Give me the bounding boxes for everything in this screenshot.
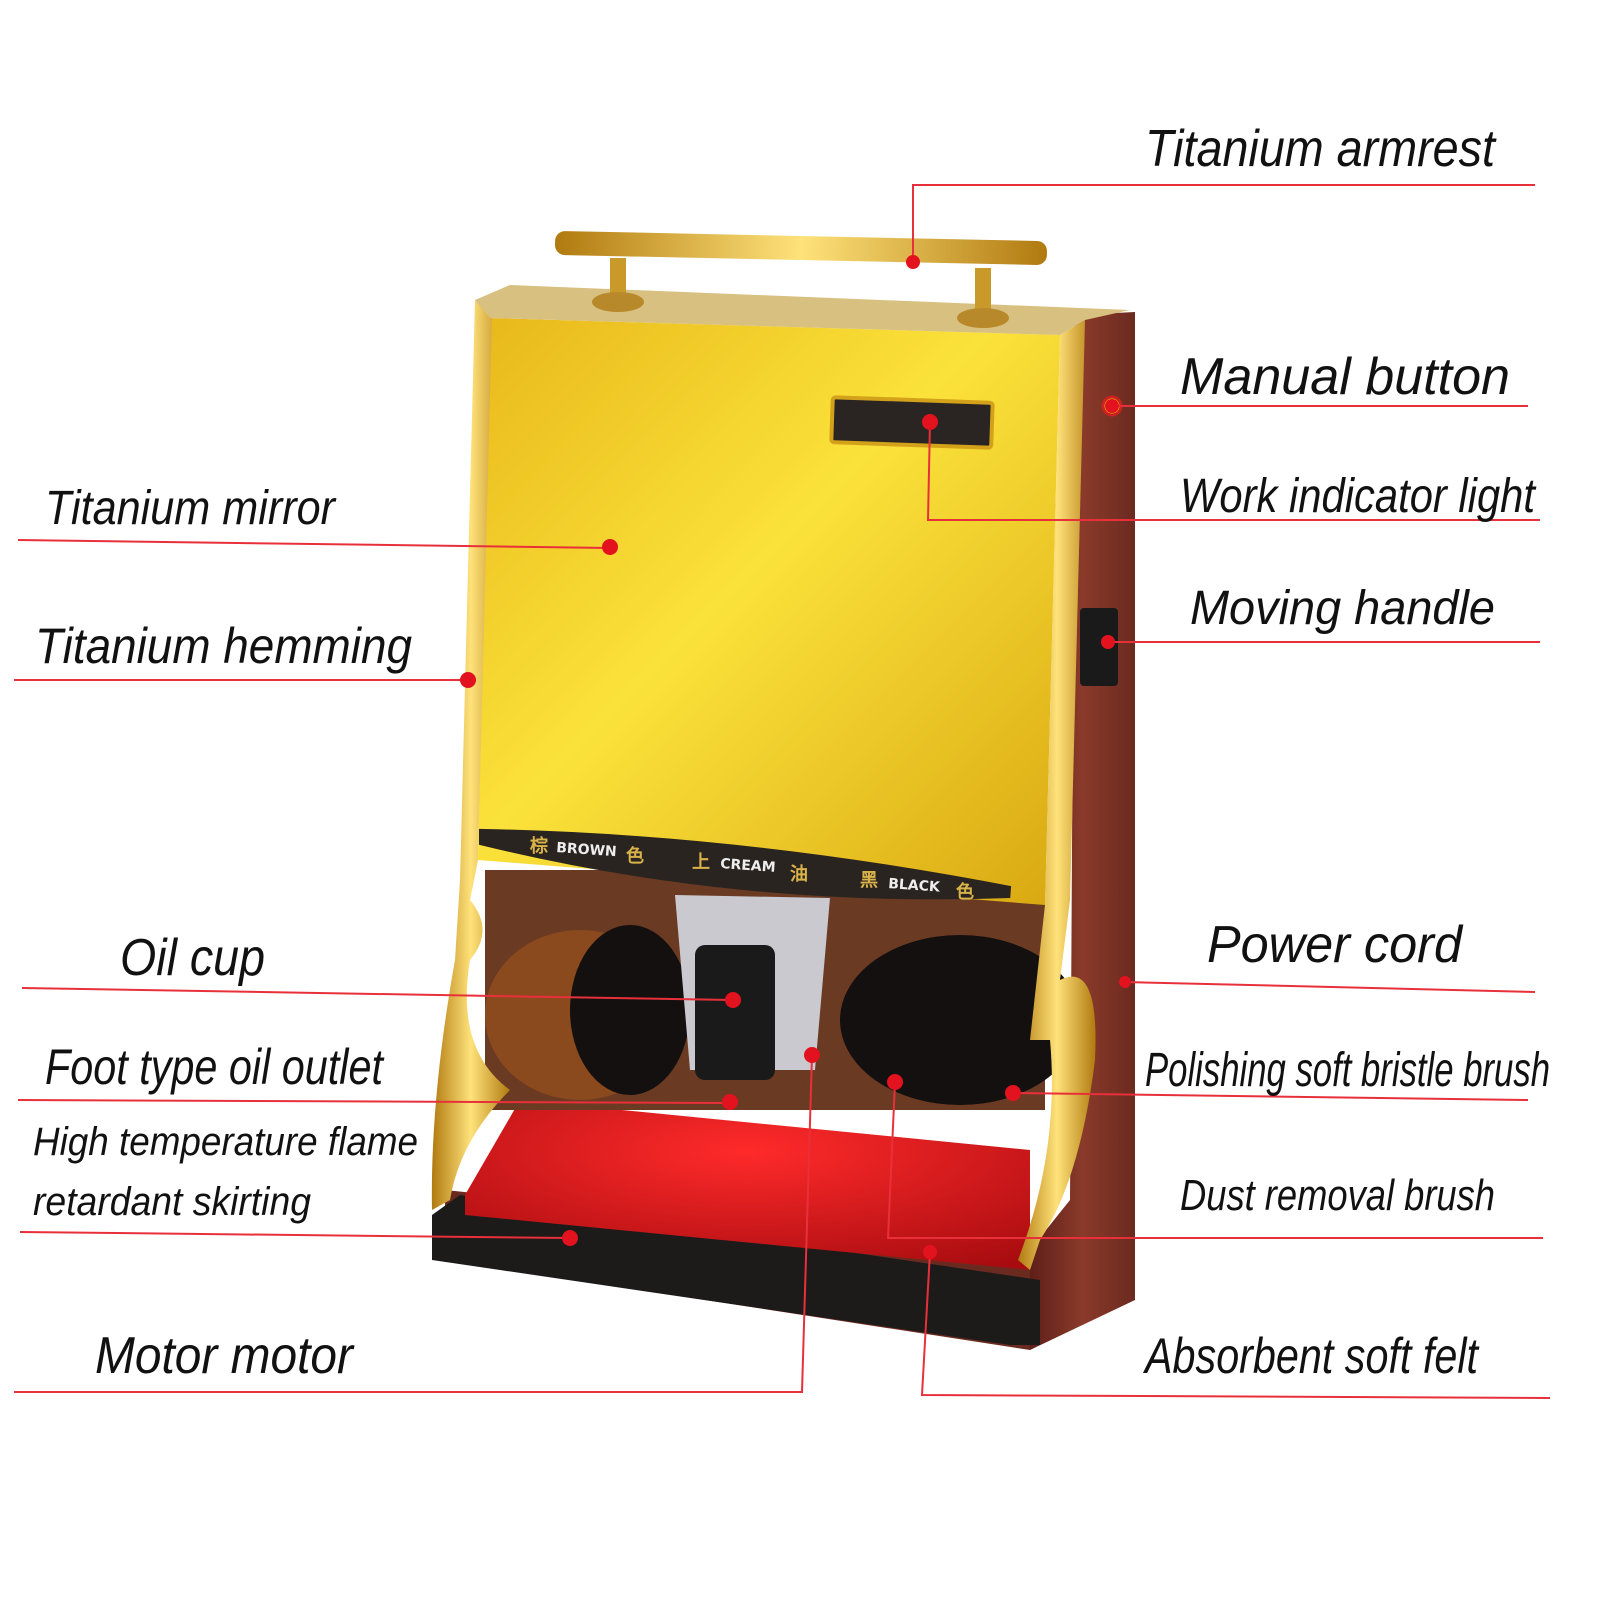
dot-manual-button bbox=[1105, 399, 1119, 413]
leader-oil-cup bbox=[21, 987, 734, 1001]
dot-motor bbox=[804, 1047, 820, 1063]
leader-dots bbox=[460, 255, 1131, 1259]
control-panel bbox=[829, 395, 995, 450]
armrest-bar bbox=[555, 231, 1047, 265]
strip-black-cn: 黑 bbox=[860, 870, 878, 891]
label-titanium-hemming: Titanium hemming bbox=[35, 618, 412, 674]
armrest-post-left bbox=[610, 258, 626, 298]
dot-polishing bbox=[1005, 1085, 1021, 1101]
label-foot-oil-outlet: Foot type oil outlet bbox=[45, 1039, 385, 1095]
right-hemming bbox=[1018, 320, 1096, 1270]
strip-brown-cn2: 色 bbox=[626, 845, 644, 867]
black-base-rim bbox=[432, 1195, 1040, 1345]
black-brush-left bbox=[570, 925, 690, 1095]
leader-skirting bbox=[19, 1231, 571, 1239]
leader-motor bbox=[14, 1054, 813, 1393]
callout-labels: Titanium armrest Manual button Work indi… bbox=[33, 120, 1550, 1385]
label-power-cord: Power cord bbox=[1207, 916, 1464, 974]
dot-power-cord bbox=[1119, 976, 1131, 988]
label-manual-button: Manual button bbox=[1180, 348, 1510, 406]
strip-brown-cn: 棕 bbox=[530, 835, 548, 857]
dot-hemming bbox=[460, 672, 476, 688]
leader-lines bbox=[14, 184, 1551, 1399]
label-oil-cup: Oil cup bbox=[120, 929, 265, 987]
armrest-base-left bbox=[592, 292, 644, 312]
dot-oil-outlet bbox=[722, 1094, 738, 1110]
strip-cream: CREAM bbox=[720, 856, 776, 876]
dot-skirting bbox=[562, 1230, 578, 1246]
dot-felt bbox=[923, 1245, 937, 1259]
dot-armrest bbox=[906, 255, 920, 269]
dot-oil-cup bbox=[725, 992, 741, 1008]
dot-dust-brush bbox=[887, 1074, 903, 1090]
strip-cream-cn2: 油 bbox=[790, 863, 808, 885]
leader-oil-outlet bbox=[17, 1099, 731, 1104]
strip-cream-cn: 上 bbox=[692, 852, 710, 873]
strip-black: BLACK bbox=[888, 876, 942, 896]
label-absorbent-felt: Absorbent soft felt bbox=[1143, 1328, 1480, 1384]
left-hemming bbox=[431, 300, 510, 1210]
wood-side-panel bbox=[1030, 312, 1135, 1350]
label-skirting-line2: retardant skirting bbox=[33, 1180, 311, 1224]
label-polishing-brush: Polishing soft bristle brush bbox=[1145, 1044, 1550, 1097]
leader-power-cord bbox=[1124, 981, 1536, 993]
label-skirting-line1: High temperature flame bbox=[33, 1120, 418, 1164]
leader-dust-brush bbox=[886, 1081, 1543, 1239]
strip-black-cn2: 色 bbox=[956, 881, 974, 903]
label-titanium-armrest: Titanium armrest bbox=[1145, 120, 1497, 178]
leader-armrest bbox=[912, 184, 1535, 262]
oil-cup bbox=[695, 945, 775, 1080]
leader-polishing bbox=[1012, 1092, 1529, 1101]
label-work-indicator-light: Work indicator light bbox=[1180, 470, 1536, 523]
label-titanium-mirror: Titanium mirror bbox=[45, 482, 337, 535]
label-dust-removal-brush: Dust removal brush bbox=[1180, 1171, 1495, 1220]
label-moving-handle: Moving handle bbox=[1190, 582, 1495, 635]
leader-felt bbox=[920, 1251, 1551, 1399]
dot-mirror bbox=[602, 539, 618, 555]
polishing-brush bbox=[840, 935, 1080, 1105]
armrest-base-right bbox=[957, 308, 1009, 328]
strip-brown: BROWN bbox=[556, 840, 617, 860]
color-strip: 棕 BROWN 色 上 CREAM 油 黑 BLACK 色 bbox=[479, 828, 1012, 903]
shoe-polisher-machine: 棕 BROWN 色 上 CREAM 油 黑 BLACK 色 bbox=[431, 231, 1135, 1350]
label-motor: Motor motor bbox=[95, 1327, 355, 1385]
dot-indicator bbox=[922, 414, 938, 430]
moving-handle[interactable] bbox=[1080, 608, 1118, 686]
leader-mirror bbox=[17, 539, 611, 549]
gold-front-panel bbox=[478, 318, 1060, 905]
armrest-post-right bbox=[975, 268, 991, 313]
dot-handle bbox=[1101, 635, 1115, 649]
leader-indicator bbox=[926, 421, 1540, 521]
